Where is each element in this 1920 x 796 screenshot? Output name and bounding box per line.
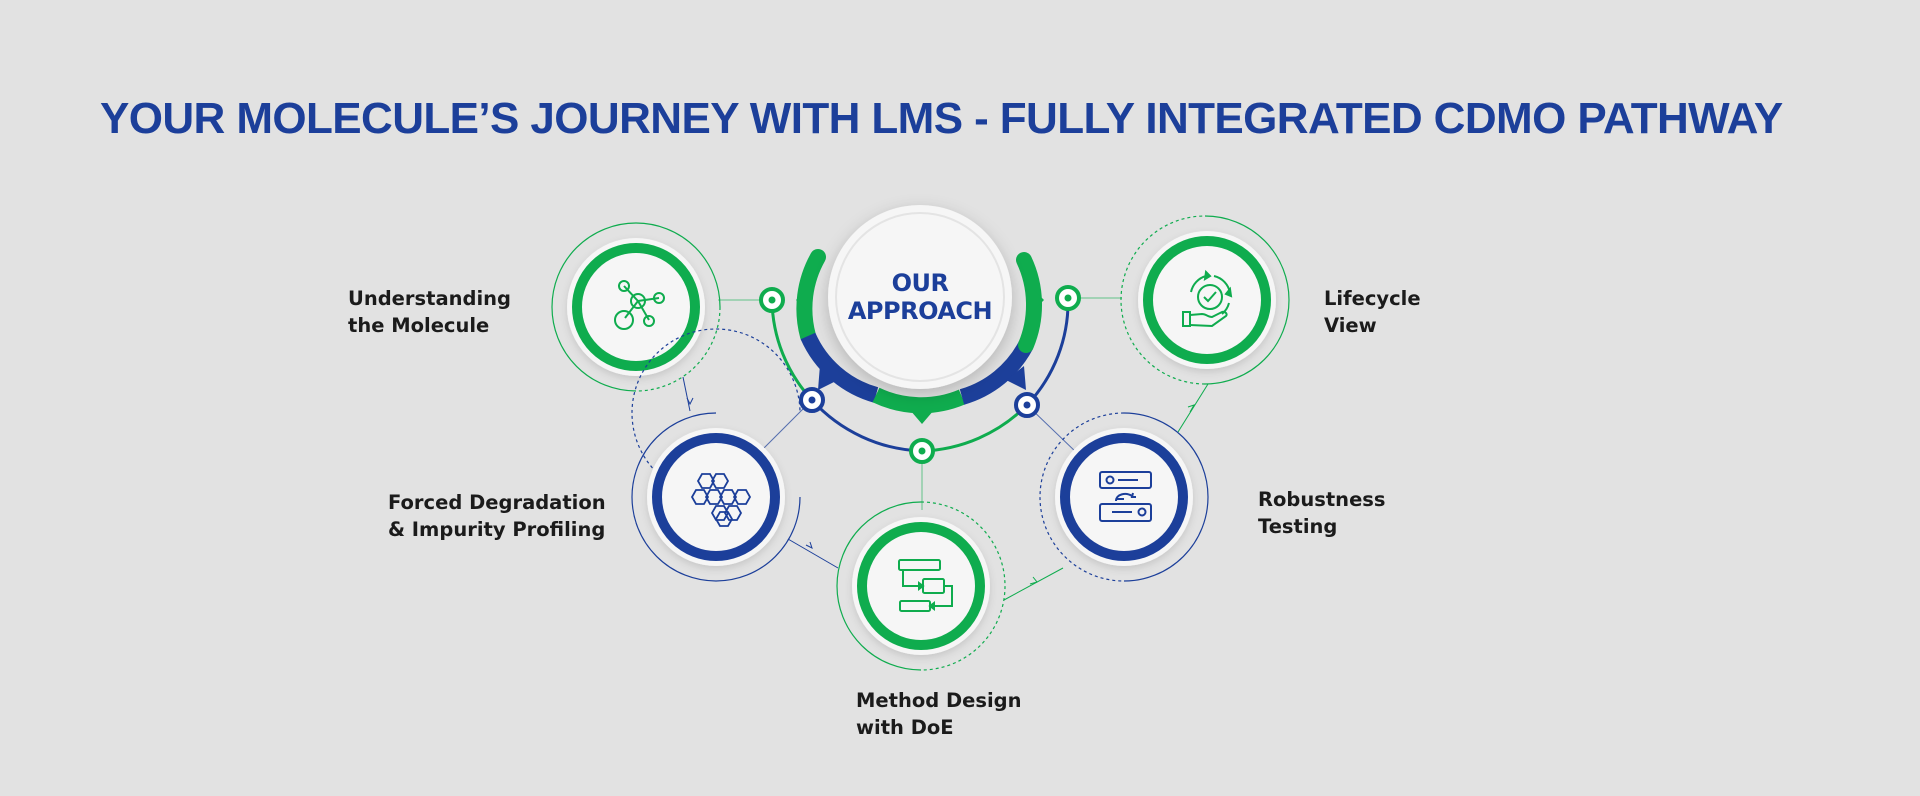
stage-label-understanding: Understanding the Molecule [348,285,511,339]
stage-node-lifecycle [1120,215,1290,385]
stage-label-lifecycle: Lifecycle View [1324,285,1421,339]
hub: OUR APPROACH [796,205,1044,424]
molecule-icon [614,280,665,330]
stage-label-line: the Molecule [348,314,490,337]
stage-label-line: View [1324,314,1377,337]
junction-dot [909,438,935,464]
page-title: YOUR MOLECULE’S JOURNEY WITH LMS - FULLY… [100,94,1783,143]
stage-label-line: Robustness [1258,488,1386,511]
hub-title-line1: OUR [892,269,949,297]
stage-label-line: Lifecycle [1324,287,1421,310]
flowchart-icon [898,559,953,612]
stage-label-line: Forced Degradation [388,491,606,514]
stage-label-line: with DoE [856,716,954,739]
stage-label-robustness: Robustness Testing [1258,486,1386,540]
hub-title-line2: APPROACH [848,297,992,325]
junction-dot [799,387,825,413]
junction-dot [1014,392,1040,418]
hexagon-structure-icon [690,473,752,527]
stage-label-method-design: Method Design with DoE [856,687,1022,741]
stage-node-forced-degradation [631,328,801,582]
stage-label-line: Understanding [348,287,511,310]
node-connectors [682,376,1209,601]
stage-label-line: Method Design [856,689,1022,712]
stage-node-understanding [551,222,721,392]
junction-dot [759,287,785,313]
exchange-panels-icon [1099,471,1152,522]
stage-node-method-design [836,501,1006,671]
recycle-check-hand-icon [1182,269,1233,328]
arc-junction-dots [759,285,1081,464]
stage-label-forced-degradation: Forced Degradation & Impurity Profiling [388,489,606,543]
stage-label-line: Testing [1258,515,1338,538]
junction-dot [1055,285,1081,311]
stage-node-robustness [1039,412,1209,582]
stage-label-line: & Impurity Profiling [388,518,606,541]
